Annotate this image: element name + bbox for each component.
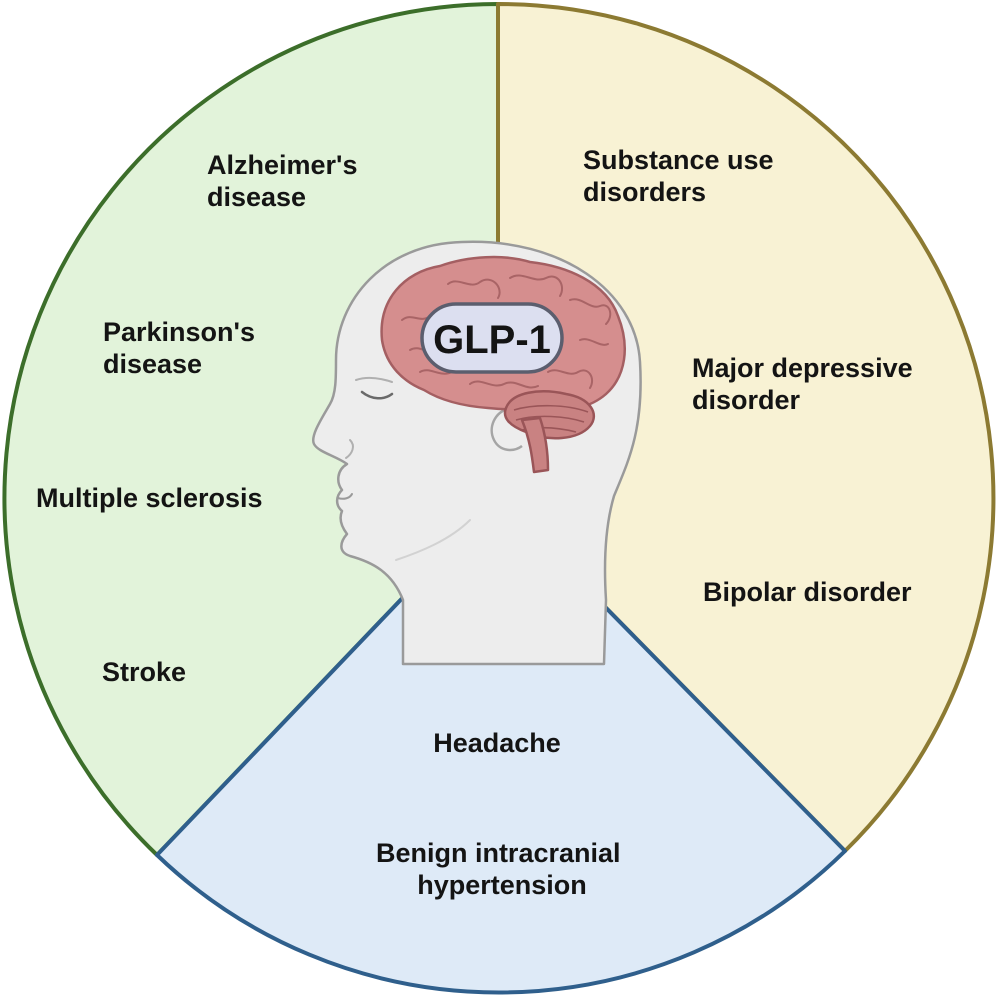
label-major-depressive-disorder: Major depressive disorder [692, 353, 920, 415]
jaw-line [395, 519, 471, 561]
label-multiple-sclerosis: Multiple sclerosis [36, 483, 263, 513]
lip-line [337, 493, 353, 500]
intracranial-labels: Headache Benign intracranial hypertensio… [376, 728, 628, 900]
segment-neurological [2, 2, 500, 857]
label-headache: Headache [433, 728, 561, 758]
ear [490, 406, 523, 452]
psychiatric-labels: Substance use disorders Major depressive… [583, 145, 920, 607]
label-alzheimers-disease: Alzheimer's disease [207, 150, 365, 212]
label-substance-use-disorders: Substance use disorders [583, 145, 781, 207]
glp1-label: GLP-1 [433, 318, 551, 362]
neurological-labels: Alzheimer's disease Parkinson's disease … [36, 150, 365, 687]
label-stroke: Stroke [102, 657, 186, 687]
segment-psychiatric [496, 1, 996, 853]
label-benign-intracranial-hypertension: Benign intracranial hypertension [376, 838, 628, 900]
label-parkinsons-disease: Parkinson's disease [103, 317, 263, 379]
glp1-pill-shape [420, 302, 564, 374]
segment-intracranial [155, 496, 847, 995]
eyebrow [355, 376, 393, 383]
label-bipolar-disorder: Bipolar disorder [703, 577, 912, 607]
glp1-label-pill: GLP-1 [420, 302, 564, 374]
nose-line [345, 439, 354, 459]
closed-eye [360, 390, 394, 400]
brainstem [520, 416, 550, 474]
